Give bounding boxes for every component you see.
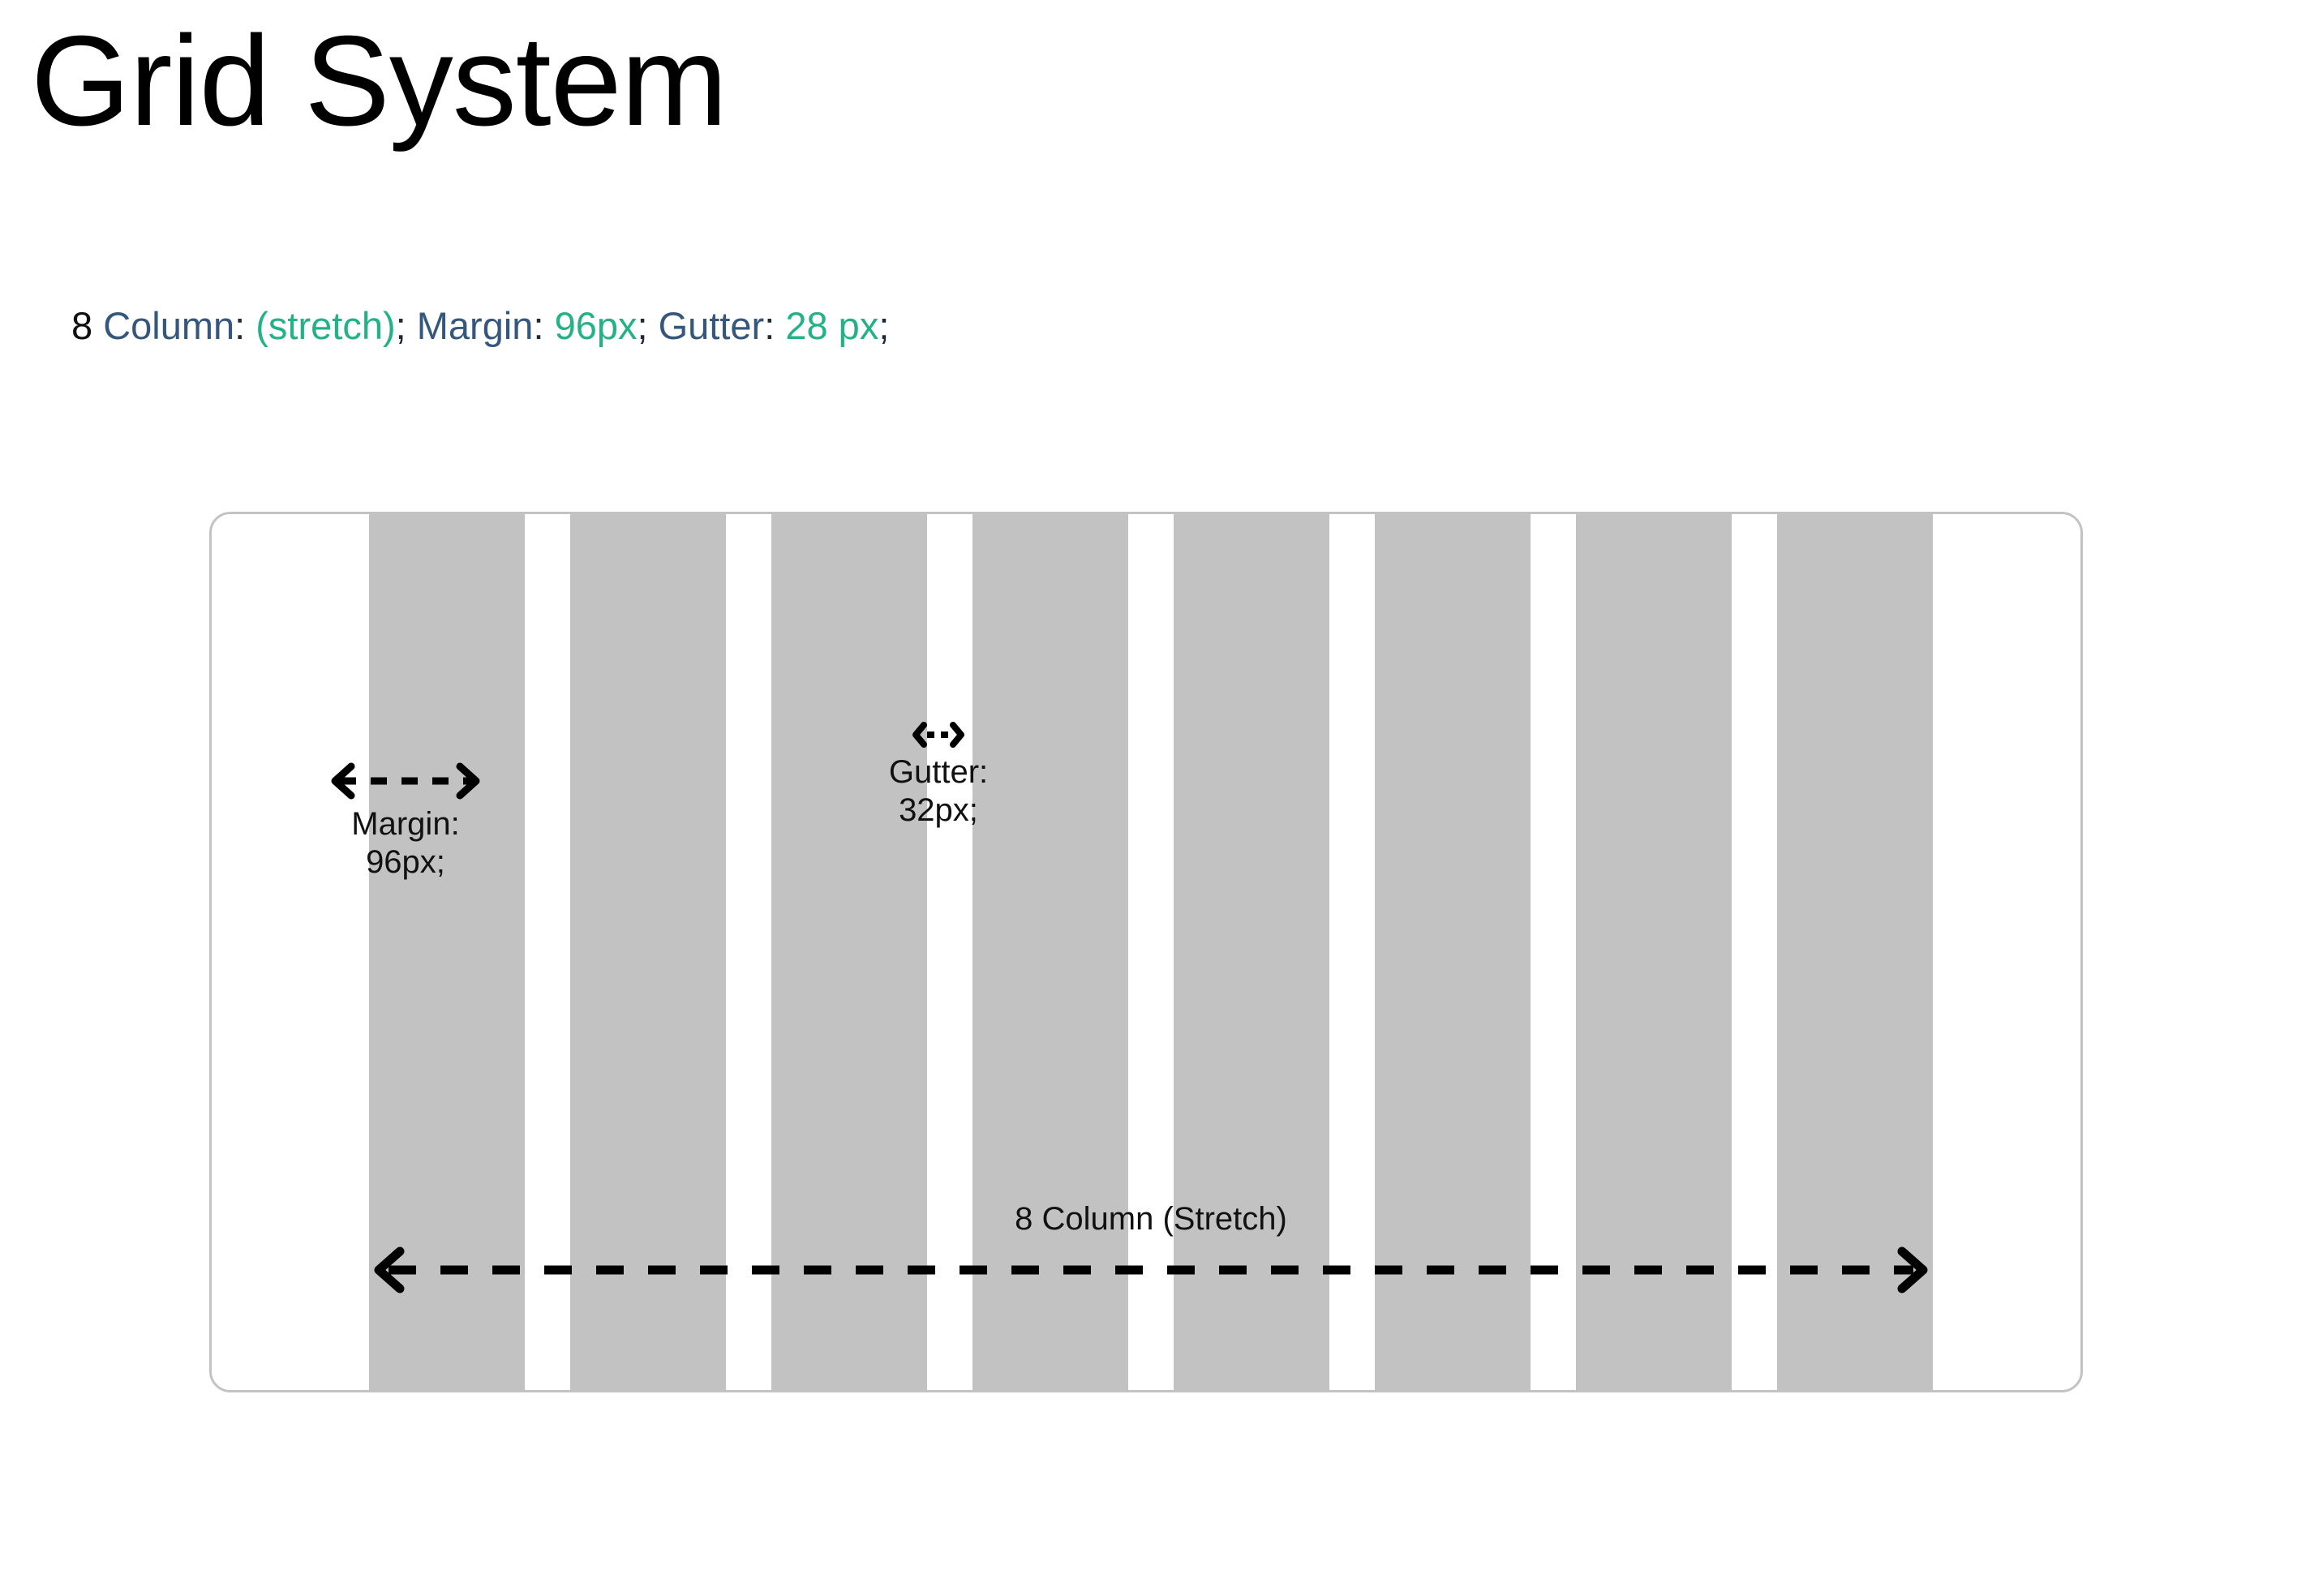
margin-arrow [327,762,484,800]
span-double-arrow-icon [374,1246,1928,1294]
gutter-annotation: Gutter: 32px; [848,721,1029,830]
gutter-double-arrow-icon [912,722,964,748]
spec-margin-value: 96px [554,304,638,347]
margin-annotation: Margin: 96px; [327,762,484,882]
spec-semicolon-3: ; [878,304,890,347]
spec-column-label: Column [92,304,235,347]
margin-annotation-label-line2: 96px; [366,844,445,881]
spec-colon-1: : [234,304,256,347]
page-title: Grid System [31,10,728,152]
column-span-arrow [369,1246,1933,1294]
spec-column-count: 8 [71,304,93,347]
spec-gutter-value: 28 px [785,304,879,347]
gutter-annotation-label-line1: Gutter: [888,754,989,790]
spec-colon-3: : [764,304,786,347]
spec-margin-label: Margin [416,304,534,347]
spec-semicolon-2: ; [637,304,659,347]
column-span-annotation: 8 Column (Stretch) [369,1199,1933,1294]
spec-semicolon-1: ; [395,304,417,347]
column-span-label: 8 Column (Stretch) [1015,1201,1287,1237]
spec-colon-2: : [533,304,555,347]
spec-stretch-value: (stretch) [255,304,396,347]
gutter-annotation-label-line2: 32px; [899,792,978,829]
grid-spec-line: 8 Column: (stretch); Margin: 96px; Gutte… [71,301,889,350]
margin-double-arrow-icon [331,762,480,800]
gutter-arrow [848,721,1029,749]
grid-diagram-frame: Margin: 96px; Gutter: 32px; 8 Column (St… [209,512,2083,1392]
spec-gutter-label: Gutter [658,304,765,347]
margin-annotation-label-line1: Margin: [351,806,460,842]
